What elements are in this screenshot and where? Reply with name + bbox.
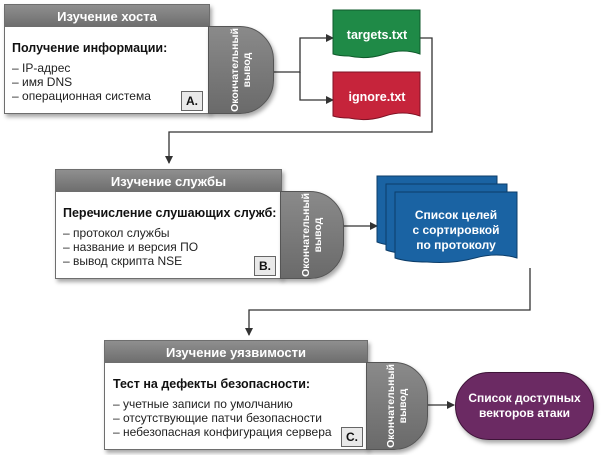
stage-b-title: Изучение службы <box>56 170 281 192</box>
stage-a-list: IP-адрес имя DNS операционная система <box>12 61 151 103</box>
list-item: отсутствующие патчи безопасности <box>113 411 332 425</box>
stage-a-output-label: Окончательный вывод <box>229 28 253 112</box>
targets-file: targets.txt <box>332 9 421 62</box>
stage-a-subtitle: Получение информации: <box>12 41 168 55</box>
list-item: протокол службы <box>63 226 198 240</box>
stage-c-output-tab: Окончательный вывод <box>366 362 428 450</box>
target-list-label: Список целей с сортировкой по протоколу <box>412 208 500 252</box>
stage-b-box: Изучение службы Перечисление слушающих с… <box>55 169 282 279</box>
stage-c-subtitle: Тест на дефекты безопасности: <box>113 377 311 391</box>
stack-shape <box>376 175 518 263</box>
stage-c-output-label: Окончательный вывод <box>385 364 409 448</box>
attack-vectors-line-1: Список доступных <box>468 391 581 405</box>
stage-a-box: Изучение хоста Получение информации: IP-… <box>4 4 210 114</box>
list-item: вывод скрипта NSE <box>63 254 198 268</box>
list-item: небезопасная конфигурация сервера <box>113 425 332 439</box>
list-item: имя DNS <box>12 75 151 89</box>
stage-a-title: Изучение хоста <box>5 5 209 27</box>
stage-b-subtitle: Перечисление слушающих служб: <box>63 206 277 220</box>
stage-a-output-tab: Окончательный вывод <box>208 26 274 114</box>
stage-c-letter: C. <box>341 427 363 447</box>
arrow-a-to-targets <box>272 34 334 73</box>
ignore-file: ignore.txt <box>332 71 421 124</box>
list-item: учетные записи по умолчанию <box>113 397 332 411</box>
arrow-a-to-ignore <box>299 72 334 104</box>
stage-b-list: протокол службы название и версия ПО выв… <box>63 226 198 268</box>
stage-a-letter: A. <box>181 91 203 111</box>
list-item: название и версия ПО <box>63 240 198 254</box>
target-list-stack: Список целей с сортировкой по протоколу <box>376 175 527 276</box>
attack-vectors-pill: Список доступных векторов атаки <box>455 372 594 440</box>
attack-vectors-line-2: векторов атаки <box>479 406 570 420</box>
stage-b-output-tab: Окончательный вывод <box>280 191 344 279</box>
stage-b-output-label: Окончательный вывод <box>300 193 324 277</box>
stage-c-title: Изучение уязвимости <box>105 341 367 363</box>
stage-c-list: учетные записи по умолчанию отсутствующи… <box>113 397 332 439</box>
ignore-file-label: ignore.txt <box>348 90 406 104</box>
list-item: IP-адрес <box>12 61 151 75</box>
stage-c-box: Изучение уязвимости Тест на дефекты безо… <box>104 340 368 450</box>
stage-b-letter: B. <box>254 256 276 276</box>
targets-file-label: targets.txt <box>346 28 408 42</box>
list-item: операционная система <box>12 89 151 103</box>
